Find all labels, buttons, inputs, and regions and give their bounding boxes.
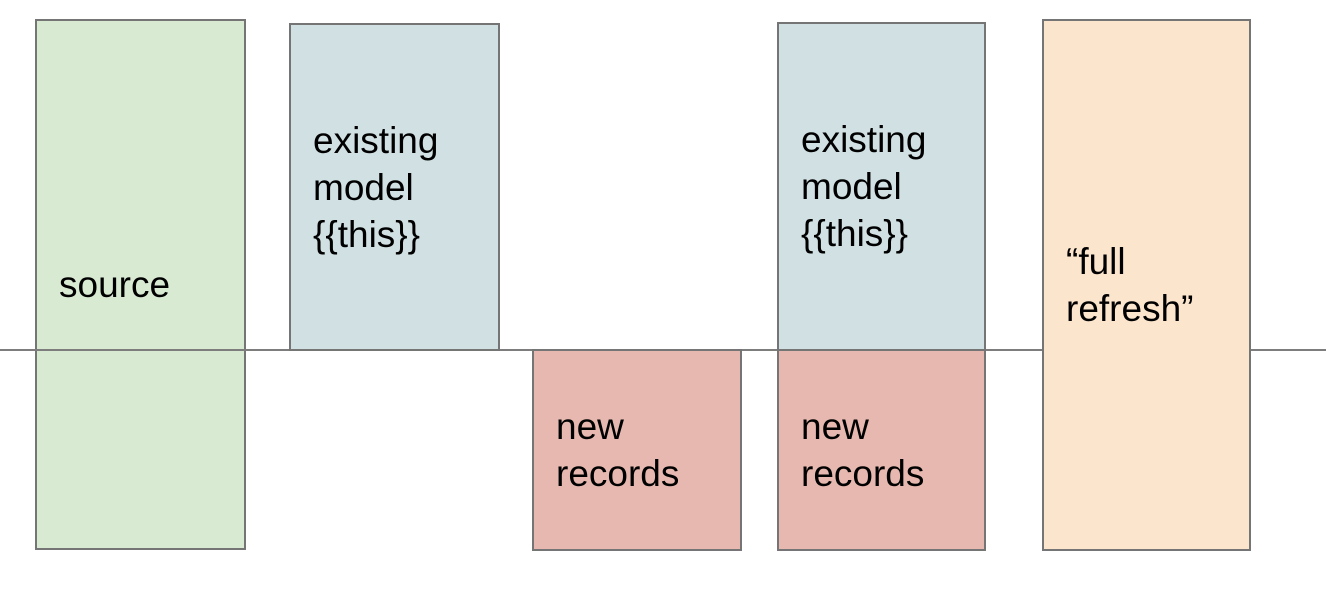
existing-model-box-1: existing model {{this}} bbox=[289, 23, 500, 351]
source-box-label: source bbox=[59, 264, 171, 305]
new-records-box-1: new records bbox=[532, 349, 742, 551]
source-box: source bbox=[35, 19, 246, 550]
new-records-box-1-label: new records bbox=[556, 406, 680, 494]
existing-model-box-2-label: existing model {{this}} bbox=[801, 119, 927, 254]
existing-model-box-1-label: existing model {{this}} bbox=[313, 119, 439, 255]
existing-model-box-2: existing model {{this}} bbox=[777, 22, 986, 351]
full-refresh-box-label: “full refresh” bbox=[1066, 241, 1194, 329]
new-records-box-2: new records bbox=[777, 349, 986, 551]
full-refresh-box: “full refresh” bbox=[1042, 19, 1251, 551]
new-records-box-2-label: new records bbox=[801, 406, 925, 494]
